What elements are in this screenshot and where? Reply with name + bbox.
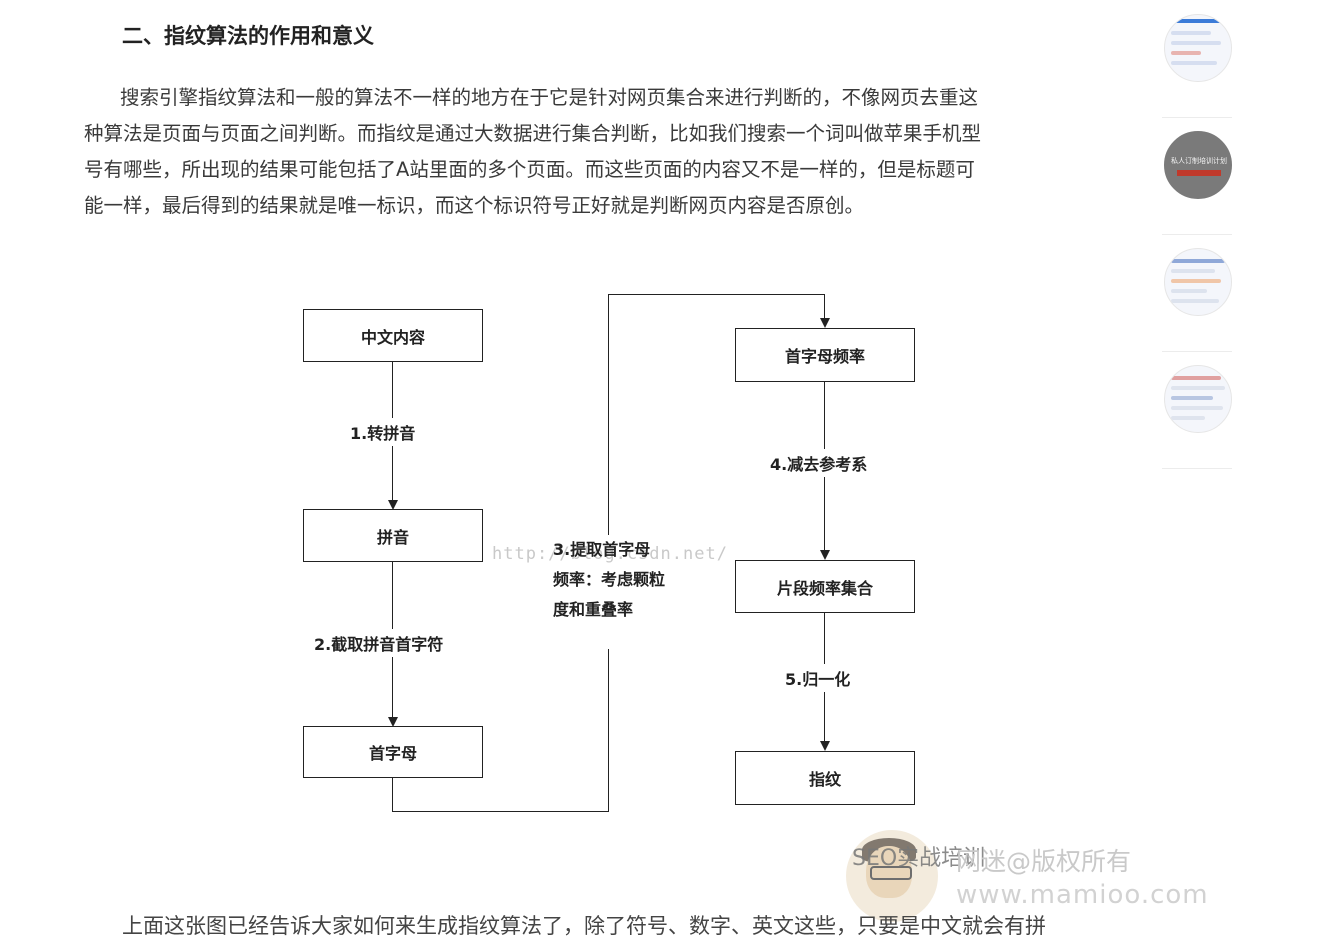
paragraph-line: 搜索引擎指纹算法和一般的算法不一样的地方在于它是针对网页集合来进行判断的，不像网… xyxy=(120,86,979,109)
step-label-3-line: 频率：考虑颗粒 xyxy=(553,570,666,589)
related-thumbnails: 私人订制培训计划 xyxy=(1162,0,1232,469)
arrow-head xyxy=(820,318,830,328)
connector-line xyxy=(392,777,393,812)
arrow-head xyxy=(820,550,830,560)
step-label-4: 4.减去参考系 xyxy=(770,449,868,477)
step-label-1: 1.转拼音 xyxy=(350,418,416,446)
step-label-3-line: 3.提取首字母 xyxy=(553,540,651,559)
related-article-thumb-3[interactable] xyxy=(1164,248,1232,316)
related-article-item[interactable] xyxy=(1162,0,1232,118)
connector-line xyxy=(608,294,609,535)
related-article-thumb-1[interactable] xyxy=(1164,14,1232,82)
box-initials: 首字母 xyxy=(303,726,483,778)
connector-line xyxy=(608,294,825,295)
section-heading: 二、指纹算法的作用和意义 xyxy=(122,24,374,48)
related-article-thumb-2[interactable]: 私人订制培训计划 xyxy=(1164,131,1232,199)
connector-line xyxy=(608,649,609,812)
step-label-3: 3.提取首字母 频率：考虑颗粒 度和重叠率 xyxy=(553,535,665,625)
step-label-2: 2.截取拼音首字符 xyxy=(314,629,444,657)
arrow-head xyxy=(820,741,830,751)
watermark-brand: SEO实战培训 xyxy=(852,846,986,871)
related-article-item[interactable] xyxy=(1162,351,1232,469)
paragraph-line: 号有哪些，所出现的结果可能包括了A站里面的多个页面。而这些页面的内容又不是一样的… xyxy=(84,158,975,181)
box-fingerprint: 指纹 xyxy=(735,751,915,805)
watermark-site: www.mamioo.com xyxy=(956,880,1209,910)
connector-line xyxy=(392,811,609,812)
related-article-item[interactable] xyxy=(1162,234,1232,352)
watermark-avatar-icon xyxy=(846,830,938,922)
paragraph-line: 种算法是页面与页面之间判断。而指纹是通过大数据进行集合判断，比如我们搜索一个词叫… xyxy=(84,122,982,145)
watermark-copyright: 网迷@版权所有 xyxy=(956,847,1132,876)
arrow-head xyxy=(388,717,398,727)
arrow-head xyxy=(388,500,398,510)
step-label-3-line: 度和重叠率 xyxy=(553,600,634,619)
step-label-5: 5.归一化 xyxy=(785,664,851,692)
article-paragraph-next: 上面这张图已经告诉大家如何来生成指纹算法了，除了符号、数字、英文这些，只要是中文… xyxy=(122,914,1046,938)
connector-line xyxy=(824,294,825,318)
url-watermark: http://blog.csdn.net/ xyxy=(492,544,728,564)
related-article-thumb-4[interactable] xyxy=(1164,365,1232,433)
paragraph-line: 能一样，最后得到的结果就是唯一标识，而这个标识符号正好就是判断网页内容是否原创。 xyxy=(84,194,865,217)
related-article-item[interactable]: 私人订制培训计划 xyxy=(1162,117,1232,235)
article-paragraph: 搜索引擎指纹算法和一般的算法不一样的地方在于它是针对网页集合来进行判断的，不像网… xyxy=(84,80,1084,224)
box-initial-frequency: 首字母频率 xyxy=(735,328,915,382)
box-pinyin: 拼音 xyxy=(303,509,483,562)
box-chinese-content: 中文内容 xyxy=(303,309,483,362)
thumb-caption: 私人订制培训计划 xyxy=(1171,157,1227,165)
box-segment-frequency-set: 片段频率集合 xyxy=(735,560,915,613)
